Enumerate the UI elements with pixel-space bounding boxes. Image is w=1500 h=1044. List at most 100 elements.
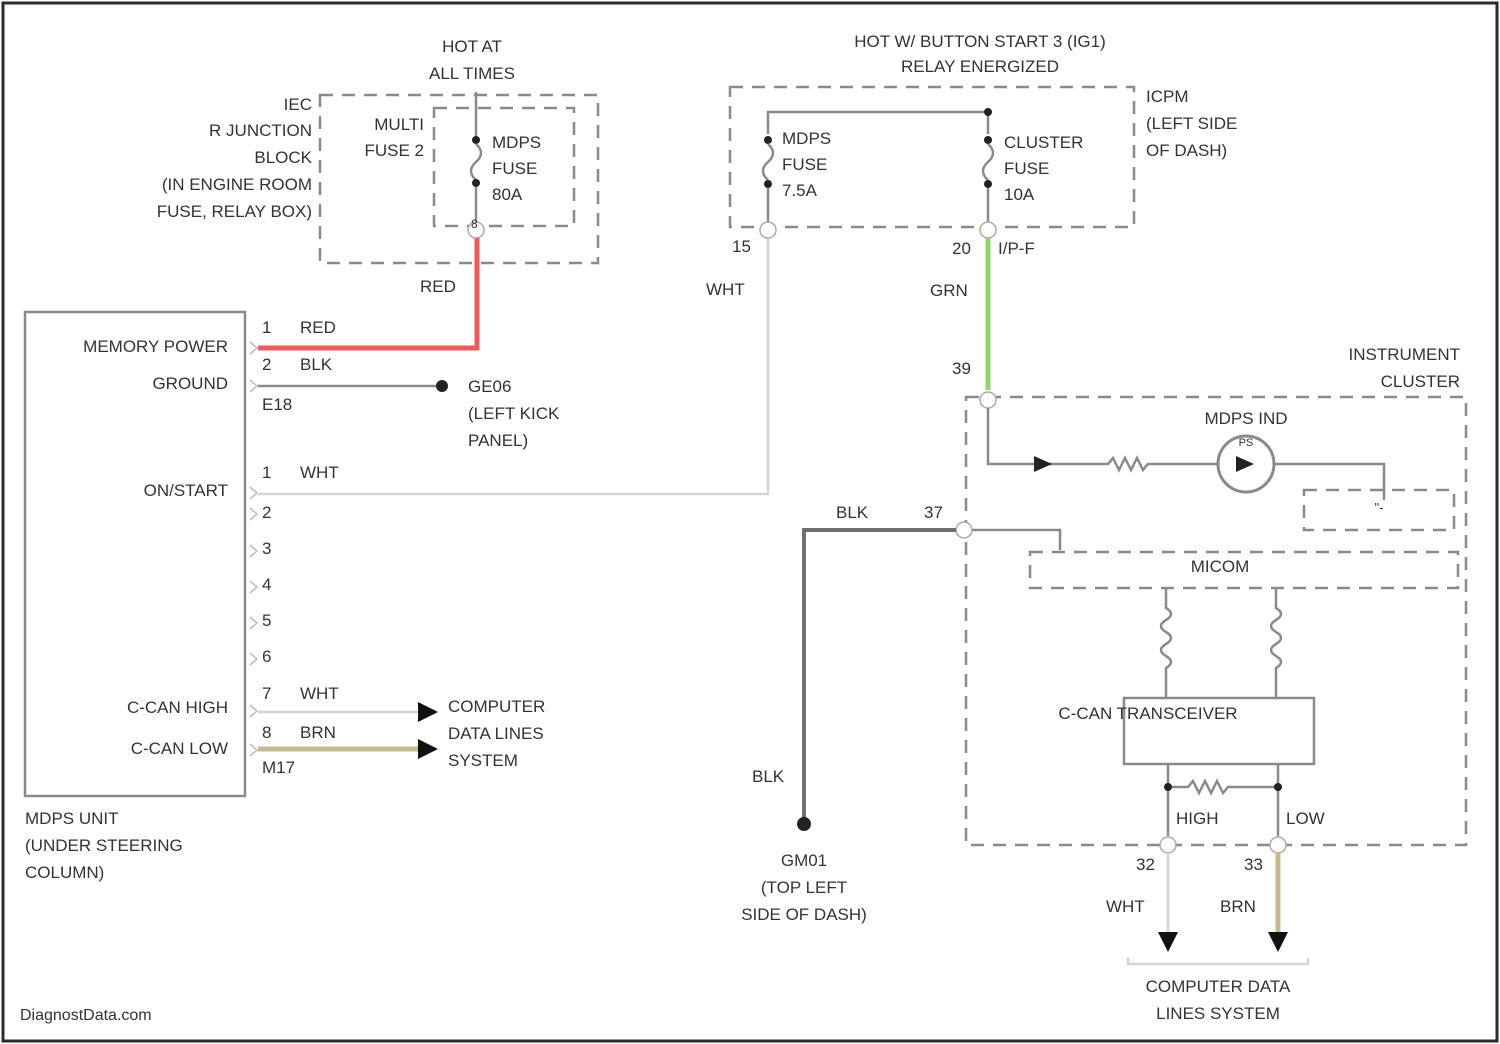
junction-block: HOT AT ALL TIMES IEC R JUNCTION BLOCK (I… xyxy=(157,37,598,263)
icpm-pin-20-conn xyxy=(980,222,996,238)
c-can-low-arrow-left xyxy=(418,739,438,759)
junction-block-label-4: (IN ENGINE ROOM xyxy=(162,175,312,194)
hot-start-line1: HOT W/ BUTTON START 3 (IG1) xyxy=(854,32,1106,51)
mdps-fuse-7-5a-label-1: MDPS xyxy=(782,129,831,148)
computer-data-bottom-1: COMPUTER DATA xyxy=(1146,977,1291,996)
pin-num-8: 8 xyxy=(262,723,271,742)
pin-label-c-can-high: C-CAN HIGH xyxy=(127,698,228,717)
pin-num-5: 5 xyxy=(262,611,271,630)
cluster-pin-39: 39 xyxy=(952,359,971,378)
pin-num-6: 6 xyxy=(262,647,271,666)
high-label: HIGH xyxy=(1176,809,1219,828)
fuse-80a-bottom-dot xyxy=(472,179,480,187)
mdps-fuse-7-5a-label-3: 7.5A xyxy=(782,181,818,200)
brn-wire-label-bottom: BRN xyxy=(1220,897,1256,916)
cluster-fuse-label-2: FUSE xyxy=(1004,159,1049,178)
mdps-unit: MEMORY POWER GROUND ON/START C-CAN HIGH … xyxy=(25,312,339,882)
fuse-7-5a-top-dot xyxy=(764,136,772,144)
cluster-pin-33-conn xyxy=(1270,837,1286,853)
fuse-80a-top-dot xyxy=(472,136,480,144)
junction-block-outline xyxy=(320,95,598,263)
mdps-ind-circuit xyxy=(988,408,1218,470)
ground-ge06-loc-2: PANEL) xyxy=(468,431,528,450)
computer-data-left-1: COMPUTER xyxy=(448,697,545,716)
connector-e18: E18 xyxy=(262,395,292,414)
pin-wire-blk: BLK xyxy=(300,355,333,374)
pin-label-ground: GROUND xyxy=(152,374,228,393)
cluster-pin-37: 37 xyxy=(924,503,943,522)
mdps-ind-to-micom xyxy=(1274,464,1384,500)
mdps-fuse-80a-label-2: FUSE xyxy=(492,159,537,178)
fuse-7-5a-symbol xyxy=(763,144,773,180)
junction-block-label-1: IEC xyxy=(284,95,312,114)
hot-at-all-times-line1: HOT AT xyxy=(442,37,502,56)
mdps-ind-label: MDPS IND xyxy=(1204,409,1287,428)
mdps-ind-flow-arrow xyxy=(1034,456,1052,472)
outer-border xyxy=(3,3,1497,1041)
ground-gm01-dot xyxy=(797,817,811,831)
hot-start-line2: RELAY ENERGIZED xyxy=(901,57,1059,76)
computer-data-bottom-2: LINES SYSTEM xyxy=(1156,1004,1280,1023)
fuse-7-5a-bottom-dot xyxy=(764,180,772,188)
ground-ge06-loc-1: (LEFT KICK xyxy=(468,404,560,423)
pin-wire-brn-can: BRN xyxy=(300,723,336,742)
resistor-dot-left xyxy=(1164,783,1172,791)
mdps-fuse-80a-label-1: MDPS xyxy=(492,133,541,152)
terminating-resistor xyxy=(1168,781,1278,793)
icpm-connector-ip-f: I/P-F xyxy=(998,239,1035,258)
mdps-fuse-7-5a-label-2: FUSE xyxy=(782,155,827,174)
pin-num-3: 3 xyxy=(262,539,271,558)
computer-data-left-3: SYSTEM xyxy=(448,751,518,770)
ground-gm01-name: GM01 xyxy=(781,851,827,870)
c-can-transceiver-label: C-CAN TRANSCEIVER xyxy=(1058,704,1237,723)
mdps-unit-caption-3: COLUMN) xyxy=(25,863,104,882)
pin-wire-wht: WHT xyxy=(300,463,339,482)
red-wire-label-top: RED xyxy=(420,277,456,296)
cluster-pin-32: 32 xyxy=(1136,855,1155,874)
resistor-dot-right xyxy=(1274,783,1282,791)
junction-block-label-3: BLOCK xyxy=(254,148,312,167)
icpm-pin-20: 20 xyxy=(952,239,971,258)
hot-at-all-times-line2: ALL TIMES xyxy=(429,64,515,83)
pin-num-7: 7 xyxy=(262,684,271,703)
gm01-ground-wire xyxy=(804,530,956,818)
junction-terminal-label: 8 xyxy=(471,217,478,231)
blk-wire-label-top: BLK xyxy=(836,503,869,522)
icpm-label-1: ICPM xyxy=(1146,87,1189,106)
watermark: DiagnostData.com xyxy=(20,1007,152,1024)
ground-gm01-loc-1: (TOP LEFT xyxy=(761,878,847,897)
mdps-ind-driver-label: "- xyxy=(1375,500,1384,515)
cluster-fuse-label-1: CLUSTER xyxy=(1004,133,1083,152)
c-can-high-arrow-left xyxy=(418,702,438,722)
mdps-unit-caption-1: MDPS UNIT xyxy=(25,809,119,828)
c-can-high-arrow-bottom xyxy=(1158,932,1178,952)
wht-wire-label-bottom: WHT xyxy=(1106,897,1145,916)
junction-block-label-5: FUSE, RELAY BOX) xyxy=(157,202,312,221)
ground-ge06-dot xyxy=(436,380,448,392)
connector-m17: M17 xyxy=(262,758,295,777)
cluster-pin-37-conn xyxy=(956,522,972,538)
icpm: HOT W/ BUTTON START 3 (IG1) RELAY ENERGI… xyxy=(730,32,1237,258)
wht-wire-label-vertical: WHT xyxy=(706,280,745,299)
icpm-bus-dot xyxy=(984,108,992,116)
grn-wire-label: GRN xyxy=(930,281,968,300)
c-can-low-arrow-bottom xyxy=(1268,932,1288,952)
multi-fuse-label-2: FUSE 2 xyxy=(364,141,424,160)
pin-label-memory-power: MEMORY POWER xyxy=(83,337,228,356)
cluster-pin-39-conn xyxy=(980,392,996,408)
mdps-fuse-80a-label-3: 80A xyxy=(492,185,523,204)
pin-chevrons xyxy=(250,342,257,756)
on-start-wire xyxy=(258,238,768,494)
pin-label-c-can-low: C-CAN LOW xyxy=(131,739,228,758)
icpm-label-3: OF DASH) xyxy=(1146,141,1227,160)
fuse-10a-symbol xyxy=(983,144,993,180)
fuse-80a-symbol xyxy=(471,144,481,180)
fuse-10a-bottom-dot xyxy=(984,180,992,188)
cluster-fuse-label-3: 10A xyxy=(1004,185,1035,204)
cluster-pin-33: 33 xyxy=(1244,855,1263,874)
mdps-unit-caption-2: (UNDER STEERING xyxy=(25,836,183,855)
icpm-pin-15-conn xyxy=(760,222,776,238)
junction-block-label-2: R JUNCTION xyxy=(209,121,312,140)
instrument-cluster: INSTRUMENT CLUSTER MDPS IND PS "- 37 MIC… xyxy=(924,345,1466,874)
pin-wire-wht-can: WHT xyxy=(300,684,339,703)
